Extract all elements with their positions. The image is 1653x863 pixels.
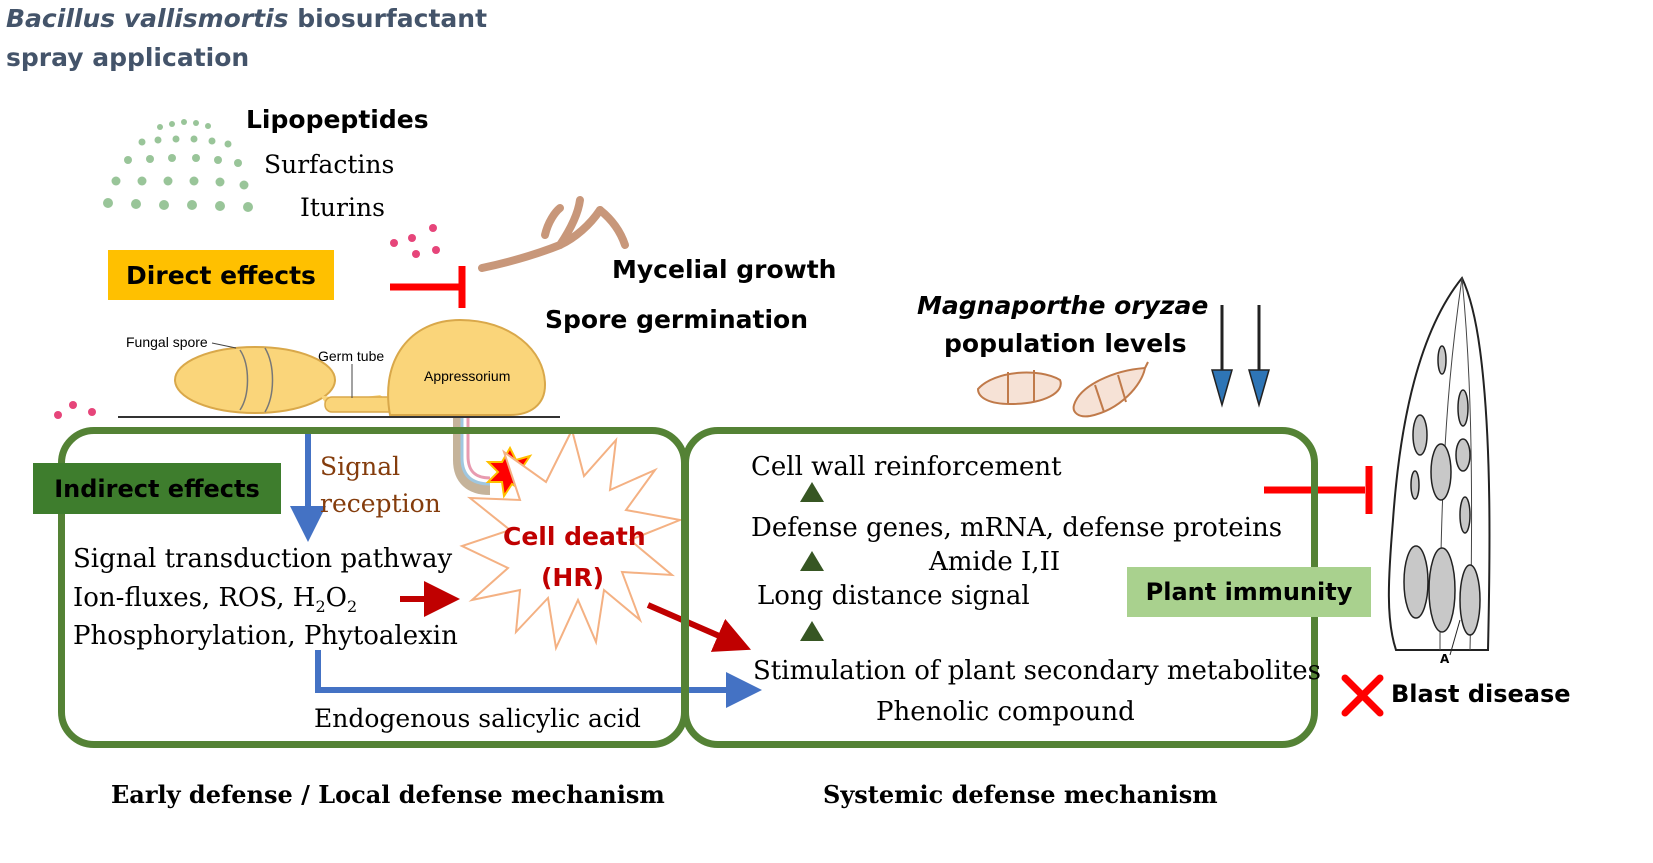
title-line2: spray application bbox=[6, 43, 250, 72]
fungal-structure-icon bbox=[118, 318, 560, 495]
pink-dots-top bbox=[390, 224, 440, 258]
mycelium-icon bbox=[478, 196, 629, 272]
iturins-label: Iturins bbox=[300, 193, 385, 222]
cell-death-label: Cell death bbox=[503, 522, 646, 551]
germ-tube-label: Germ tube bbox=[318, 348, 385, 364]
cell-death-burst bbox=[459, 427, 684, 652]
fungal-spore-label: Fungal spore bbox=[126, 334, 208, 350]
pink-dots-left bbox=[54, 401, 96, 419]
indirect-effects-box: Indirect effects bbox=[33, 463, 281, 514]
leaf-letter-label: A bbox=[1440, 652, 1450, 666]
direct-inhibit-icon bbox=[390, 266, 466, 308]
spray-droplets bbox=[103, 119, 253, 212]
systemic-mechanism-label: Systemic defense mechanism bbox=[823, 780, 1218, 809]
amide-text: Amide I,II bbox=[929, 547, 1061, 577]
o2-subscript: 2 bbox=[346, 597, 358, 617]
title-rest: biosurfactant bbox=[288, 4, 488, 33]
reception-label: reception bbox=[320, 489, 441, 518]
arrow-to-systemic bbox=[646, 602, 752, 652]
spore-germination-label: Spore germination bbox=[545, 305, 809, 334]
salicylic-arrow bbox=[315, 650, 762, 708]
mycelial-growth-label: Mycelial growth bbox=[612, 255, 837, 284]
ion-fluxes-text: Ion-fluxes, ROS, H2O2 bbox=[73, 583, 357, 616]
title-species: Bacillus vallismortis bbox=[6, 4, 289, 33]
population-decrease-arrows bbox=[1211, 305, 1270, 408]
blast-x-icon bbox=[1341, 674, 1384, 717]
phosphorylation-text: Phosphorylation, Phytoalexin bbox=[73, 621, 458, 651]
population-label: population levels bbox=[944, 329, 1187, 358]
signal-label: Signal bbox=[320, 452, 401, 481]
magnaporthe-label: Magnaporthe oryzae bbox=[917, 291, 1209, 320]
defense-genes-text: Defense genes, mRNA, defense proteins bbox=[751, 513, 1283, 543]
rice-leaf-icon bbox=[1387, 276, 1491, 656]
title-line1: Bacillus vallismortis biosurfactant bbox=[6, 4, 487, 33]
appressorium-label: Appressorium bbox=[424, 368, 511, 384]
plant-immunity-box: Plant immunity bbox=[1127, 567, 1371, 617]
hr-label: (HR) bbox=[541, 563, 605, 592]
step-arrows bbox=[800, 482, 824, 641]
lipopeptides-label: Lipopeptides bbox=[246, 105, 429, 134]
salicylic-acid-text: Endogenous salicylic acid bbox=[314, 704, 641, 733]
signal-transduction-text: Signal transduction pathway bbox=[73, 544, 453, 574]
long-distance-text: Long distance signal bbox=[757, 581, 1030, 611]
cell-wall-text: Cell wall reinforcement bbox=[751, 452, 1062, 482]
direct-effects-box: Direct effects bbox=[108, 250, 334, 300]
blast-disease-label: Blast disease bbox=[1391, 680, 1571, 708]
phenolic-text: Phenolic compound bbox=[876, 697, 1135, 727]
h2-subscript: 2 bbox=[315, 597, 326, 617]
oxygen-symbol: O bbox=[325, 583, 347, 613]
magnaporthe-spores-icon bbox=[976, 361, 1149, 418]
surfactins-label: Surfactins bbox=[264, 150, 395, 179]
ion-fluxes-main: Ion-fluxes, ROS, H bbox=[73, 583, 316, 613]
secondary-metabolites-text: Stimulation of plant secondary metabolit… bbox=[753, 656, 1321, 686]
local-mechanism-label: Early defense / Local defense mechanism bbox=[111, 780, 665, 809]
